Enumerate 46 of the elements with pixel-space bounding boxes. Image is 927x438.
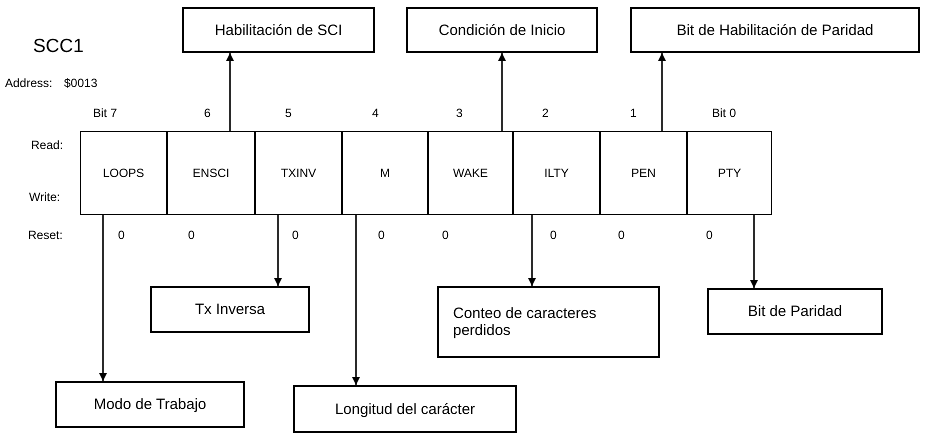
bit-number: 3	[456, 106, 463, 120]
arrow	[274, 215, 282, 286]
annotation-box: Conteo de caracteres perdidos	[437, 286, 660, 358]
reset-value: 0	[292, 228, 299, 242]
bit-number: 6	[204, 106, 211, 120]
bit-number: Bit 0	[712, 106, 736, 120]
row-label: Read:	[31, 138, 64, 152]
annotation-box: Condición de Inicio	[406, 7, 598, 53]
row-label: Write:	[29, 190, 60, 204]
annotation-box: Longitud del carácter	[293, 385, 517, 433]
arrow	[99, 215, 107, 381]
row-label: Reset:	[28, 228, 63, 242]
field-label: Address:	[5, 76, 52, 90]
address-value: $0013	[64, 76, 98, 90]
register-bit-cell: ILTY	[513, 131, 600, 215]
arrow	[226, 53, 234, 131]
arrow	[498, 53, 506, 131]
reset-value: 0	[188, 228, 195, 242]
bit-number: 1	[630, 106, 637, 120]
arrow	[352, 215, 360, 385]
reset-value: 0	[378, 228, 385, 242]
annotation-box: Modo de Trabajo	[55, 381, 245, 428]
register-bit-cell: ENSCI	[167, 131, 255, 215]
register-bit-cell: M	[342, 131, 428, 215]
bit-number: 2	[542, 106, 549, 120]
register-bit-cell: PTY	[687, 131, 772, 215]
annotation-box: Habilitación de SCI	[182, 7, 375, 53]
bit-number: Bit 7	[93, 106, 118, 120]
reset-value: 0	[706, 228, 713, 242]
annotation-box: Tx Inversa	[150, 286, 310, 333]
arrow	[658, 53, 666, 131]
register-title: SCC1	[33, 36, 84, 58]
bit-number: 5	[285, 106, 292, 120]
arrow	[750, 215, 758, 288]
reset-value: 0	[118, 228, 125, 242]
annotation-box: Bit de Habilitación de Paridad	[630, 7, 920, 53]
reset-value: 0	[618, 228, 625, 242]
register-bit-cell: PEN	[600, 131, 687, 215]
reset-value: 0	[550, 228, 557, 242]
register-bit-cell: WAKE	[428, 131, 513, 215]
bit-number: 4	[372, 106, 379, 120]
reset-value: 0	[442, 228, 449, 242]
arrow	[528, 215, 536, 286]
register-bit-cell: LOOPS	[80, 131, 167, 215]
register-bit-cell: TXINV	[255, 131, 342, 215]
annotation-box: Bit de Paridad	[707, 288, 883, 335]
